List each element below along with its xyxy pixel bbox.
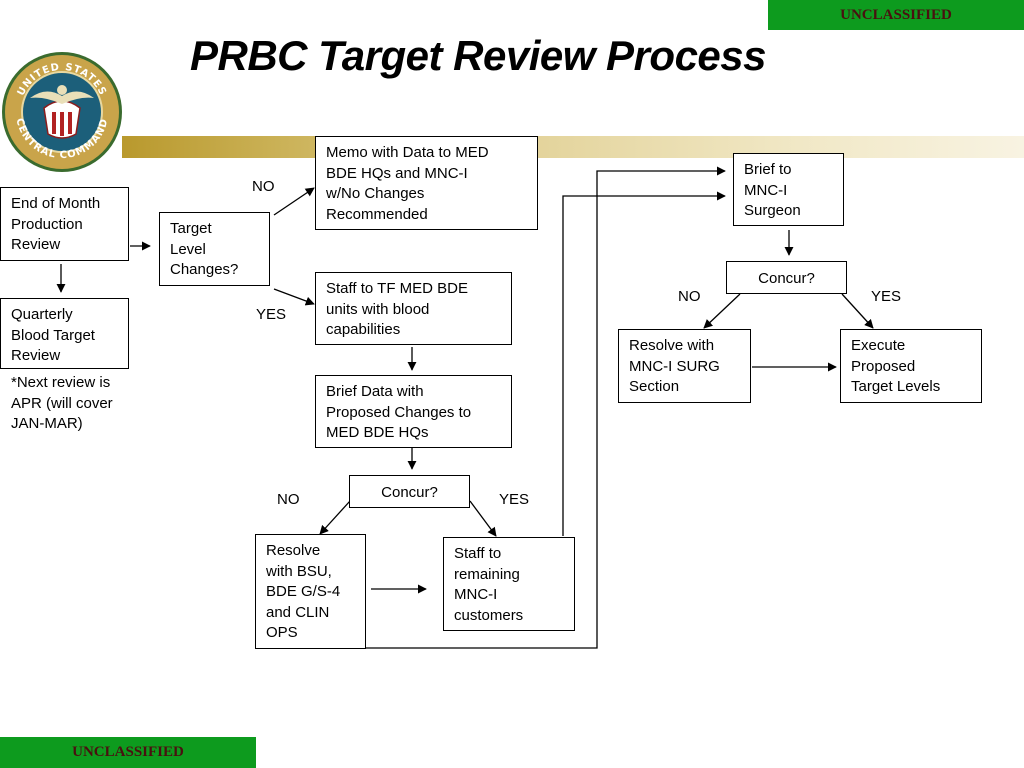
- concur-box-1: Concur?: [349, 475, 470, 508]
- label-yes-target: YES: [256, 306, 287, 323]
- quarterly-review-box: Quarterly Blood Target Review: [0, 298, 129, 369]
- next-review-note: *Next review is APR (will cover JAN-MAR): [11, 374, 113, 432]
- classification-banner-top: UNCLASSIFIED: [768, 0, 1024, 30]
- arrow-concur1-to-staff-remaining: [469, 500, 497, 537]
- arrow-concur2-to-resolve-surg: [703, 293, 741, 329]
- arrow-target-to-memo: [273, 187, 315, 216]
- brief-surgeon-box: Brief to MNC-I Surgeon: [733, 153, 844, 226]
- execute-box: Execute Proposed Target Levels: [840, 329, 982, 403]
- label-no-target: NO: [252, 178, 275, 195]
- page-title: PRBC Target Review Process: [190, 32, 767, 79]
- arrow-resolve-bottom-to-surgeon: [366, 166, 726, 649]
- arrow-staff-remaining-to-surgeon: [562, 191, 726, 536]
- label-yes-concur1: YES: [499, 491, 530, 508]
- resolve-surg-box: Resolve with MNC-I SURG Section: [618, 329, 751, 403]
- central-command-seal-icon: UNITED STATES CENTRAL COMMAND: [2, 52, 122, 172]
- staff-remaining-box: Staff to remaining MNC-I customers: [443, 537, 575, 631]
- arrow-concur1-to-resolve: [319, 500, 351, 535]
- arrow-concur2-to-execute: [841, 293, 874, 329]
- end-of-month-box: End of Month Production Review: [0, 187, 129, 261]
- resolve-bsu-box: Resolve with BSU, BDE G/S-4 and CLIN OPS: [255, 534, 366, 649]
- memo-box: Memo with Data to MED BDE HQs and MNC-I …: [315, 136, 538, 230]
- target-level-changes-box: Target Level Changes?: [159, 212, 270, 286]
- staff-tf-med-box: Staff to TF MED BDE units with blood cap…: [315, 272, 512, 345]
- label-no-concur1: NO: [277, 491, 300, 508]
- classification-banner-bottom: UNCLASSIFIED: [0, 737, 256, 768]
- concur-box-2: Concur?: [726, 261, 847, 294]
- label-no-concur2: NO: [678, 288, 701, 305]
- arrow-target-to-staff: [273, 288, 315, 306]
- label-yes-concur2: YES: [871, 288, 902, 305]
- brief-data-box: Brief Data with Proposed Changes to MED …: [315, 375, 512, 448]
